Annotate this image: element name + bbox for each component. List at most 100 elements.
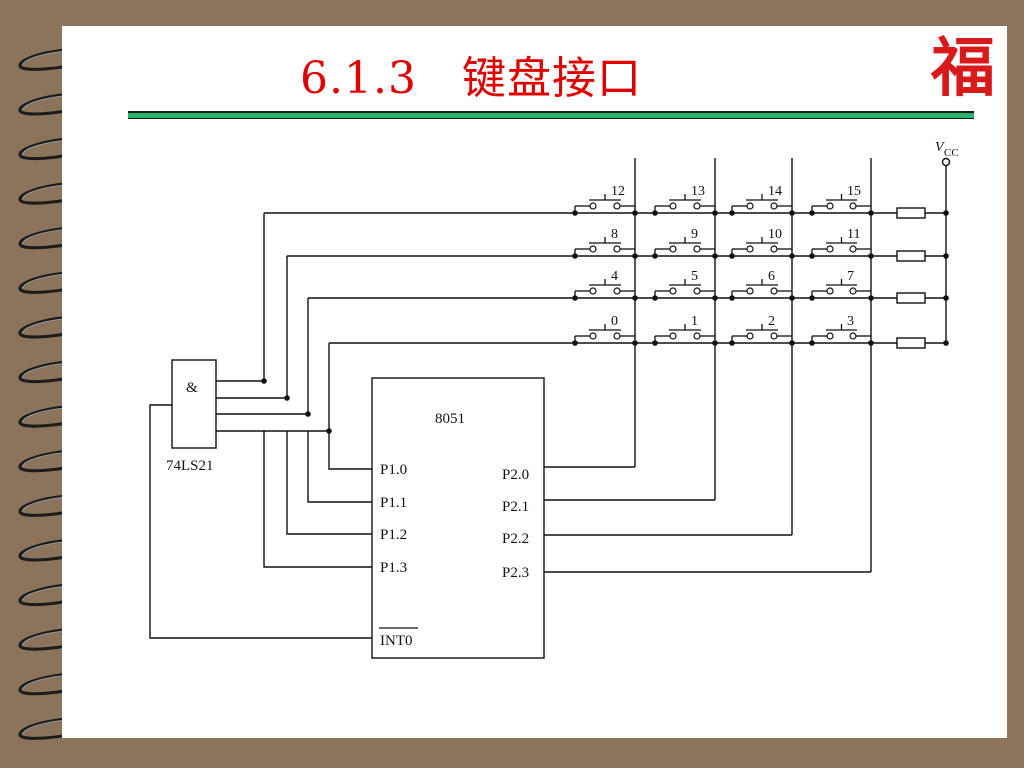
key-label: 9 (691, 227, 698, 242)
pullup-resistor (896, 337, 926, 349)
key-contact (613, 332, 621, 340)
key-label: 4 (611, 269, 618, 284)
junction-dot (943, 210, 949, 216)
key-switch: 8 (574, 227, 635, 256)
key-switch: 6 (731, 269, 792, 298)
int0-line (149, 404, 372, 639)
key-label: 6 (768, 269, 775, 284)
vcc-label: V (935, 140, 945, 155)
key-contact (693, 245, 701, 253)
junction-dot (868, 210, 874, 216)
key-switch: 0 (574, 314, 635, 343)
key-contact (669, 202, 677, 210)
pin-p1-2: P1.2 (380, 527, 407, 543)
junction-dot (261, 378, 267, 384)
key-contact (849, 245, 857, 253)
key-switch: 11 (811, 227, 871, 256)
key-switch: 3 (811, 314, 871, 343)
key-label: 13 (691, 184, 705, 199)
key-contact (669, 332, 677, 340)
gate-part-label: 74LS21 (166, 458, 214, 474)
junction-dot (868, 295, 874, 301)
key-label: 2 (768, 314, 775, 329)
key-switch: 12 (574, 184, 635, 213)
vcc-terminal (941, 157, 951, 167)
junction-dot (789, 340, 795, 346)
junction-dot (632, 253, 638, 259)
key-contact (669, 287, 677, 295)
pin-p2-2: P2.2 (502, 531, 529, 547)
title-rule (128, 113, 974, 119)
junction-dot (712, 295, 718, 301)
junction-dot (632, 295, 638, 301)
junction-dot (712, 210, 718, 216)
key-label: 12 (611, 184, 625, 199)
pullup-resistor (896, 207, 926, 219)
vcc-subscript: CC (944, 147, 959, 159)
pin-int0: INT0 (380, 633, 413, 649)
junction-dot (712, 340, 718, 346)
junction-dots (261, 210, 949, 434)
key-label: 10 (768, 227, 782, 242)
circuit-wires (149, 157, 951, 639)
key-label: 1 (691, 314, 698, 329)
junction-dot (789, 253, 795, 259)
key-label: 11 (847, 227, 860, 242)
junction-dot (284, 395, 290, 401)
pin-p2-0: P2.0 (502, 467, 529, 483)
pin-p1-0: P1.0 (380, 462, 407, 478)
pullup-resistor (896, 250, 926, 262)
key-switch: 14 (731, 184, 792, 213)
key-switch: 13 (654, 184, 715, 213)
key-contact (589, 287, 597, 295)
junction-dot (712, 253, 718, 259)
key-contact (826, 245, 834, 253)
key-contact (613, 245, 621, 253)
key-switch: 7 (811, 269, 871, 298)
p1-1-line (307, 431, 372, 503)
junction-dot (943, 295, 949, 301)
key-contact (746, 245, 754, 253)
mcu-label: 8051 (435, 411, 465, 427)
key-contact (613, 287, 621, 295)
key-switch: 15 (811, 184, 871, 213)
key-contact (613, 202, 621, 210)
key-contact (746, 332, 754, 340)
junction-dot (868, 340, 874, 346)
key-label: 8 (611, 227, 618, 242)
junction-dot (943, 340, 949, 346)
key-contact (770, 245, 778, 253)
p1-0-line (328, 431, 372, 470)
key-contact (693, 202, 701, 210)
key-label: 5 (691, 269, 698, 284)
key-label: 15 (847, 184, 861, 199)
key-label: 3 (847, 314, 854, 329)
key-contact (770, 332, 778, 340)
key-contact (770, 287, 778, 295)
title-rule-top (128, 111, 974, 113)
fu-logo: 福 (931, 31, 995, 106)
key-switch: 10 (731, 227, 792, 256)
key-contact (849, 332, 857, 340)
key-contact (589, 202, 597, 210)
key-switch: 2 (731, 314, 792, 343)
pin-p2-1: P2.1 (502, 499, 529, 515)
key-switch: 1 (654, 314, 715, 343)
key-contact (849, 202, 857, 210)
key-contact (669, 245, 677, 253)
key-contact (589, 245, 597, 253)
slide-title: 6.1.3 键盘接口 (300, 53, 642, 104)
key-contact (826, 287, 834, 295)
mcu-8051 (371, 377, 545, 659)
key-switch: 5 (654, 269, 715, 298)
key-contact (826, 202, 834, 210)
key-contact (746, 287, 754, 295)
junction-dot (632, 340, 638, 346)
key-contact (589, 332, 597, 340)
key-label: 7 (847, 269, 854, 284)
junction-dot (943, 253, 949, 259)
p1-3-line (263, 431, 372, 568)
junction-dot (632, 210, 638, 216)
